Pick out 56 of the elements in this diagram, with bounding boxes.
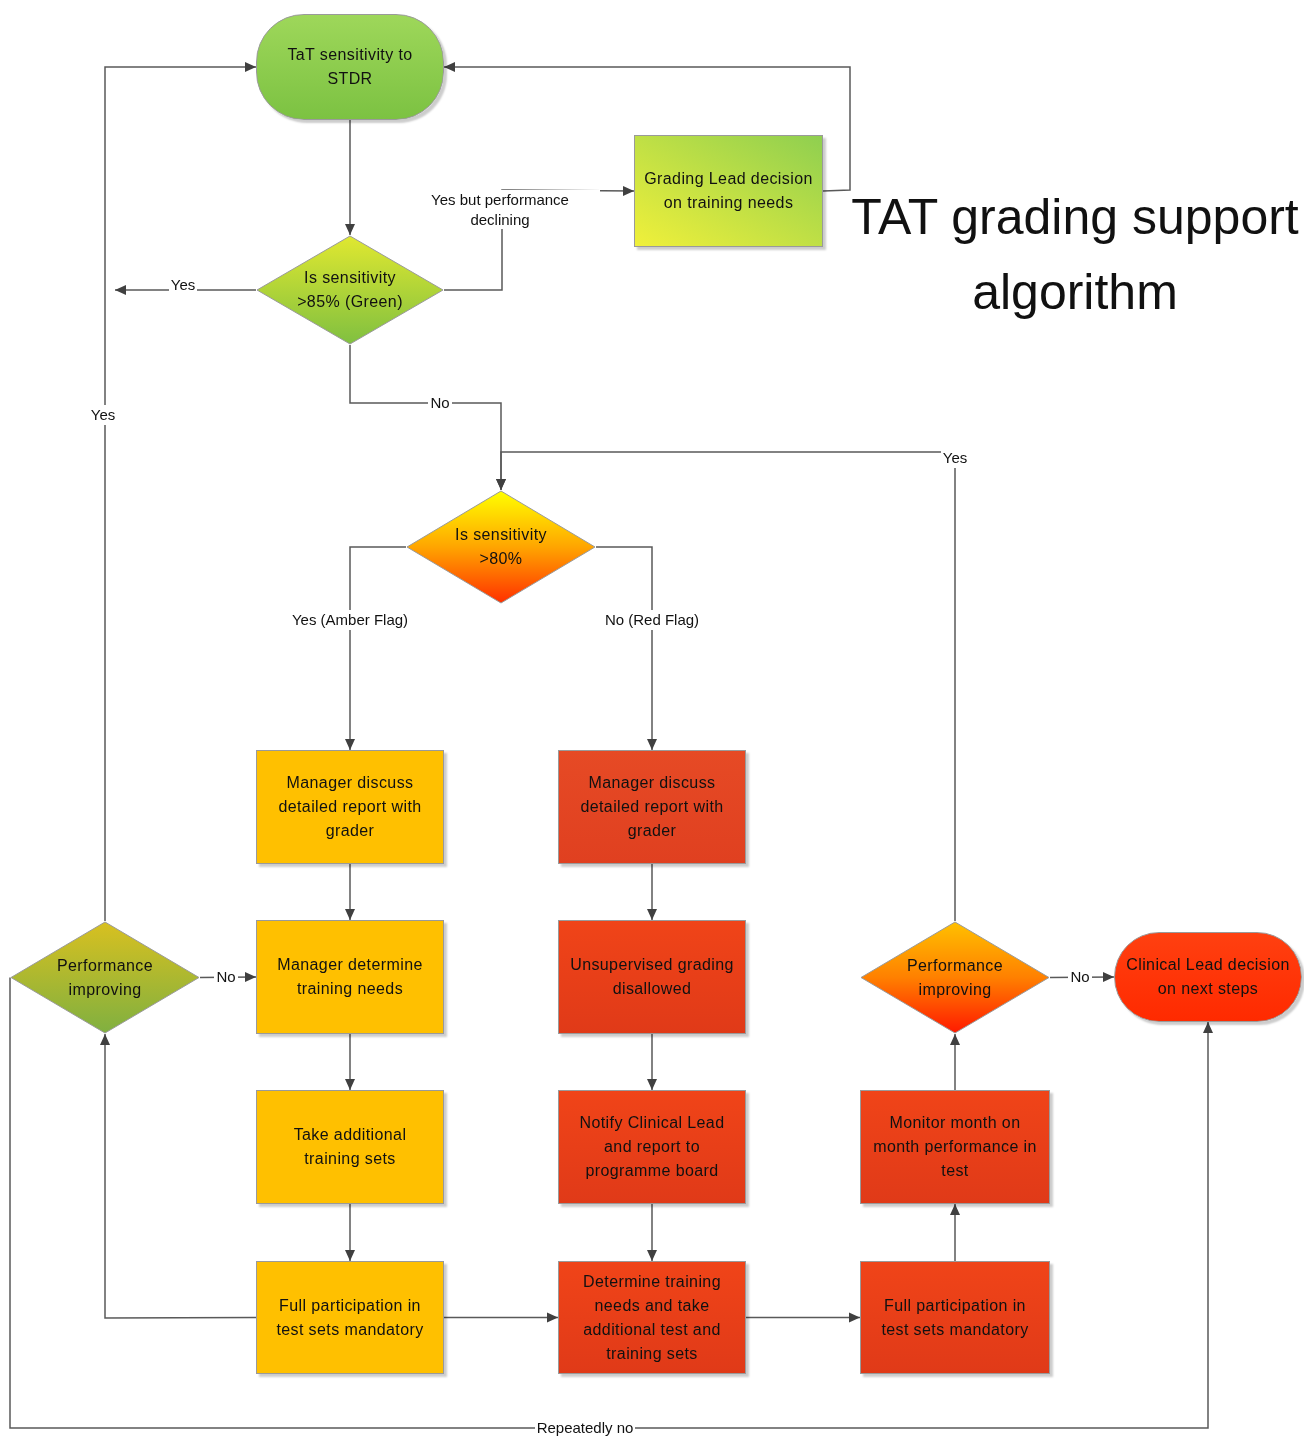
process-box [256,1261,444,1374]
connector-arrow [745,1312,861,1323]
connector-arrow [950,1203,960,1262]
connector-arrow [345,119,355,236]
connector-arrow [950,1033,960,1091]
process-box [558,750,746,864]
node-text: Clinical Lead decision on next steps [1125,955,1291,999]
terminal-node [256,14,444,120]
connector-arrow [443,1312,559,1323]
connector-arrow [9,976,1213,1429]
process-box [256,920,444,1034]
node-text: Manager determine training needs [276,955,424,999]
connector-arrow [595,546,657,751]
decision-diamond [256,235,444,345]
edge-label: Yes [940,448,970,468]
process-box [860,1090,1050,1204]
process-box [558,1090,746,1204]
diagram-title: TAT grading support algorithm [850,188,1300,322]
node-text: Full participation in test sets mandatory [880,1295,1030,1340]
process-box [634,135,823,247]
node-text: Is sensitivity >85% (Green) [296,268,404,312]
connector-arrow [647,1203,657,1262]
node-text: Grading Lead decision on training needs [643,169,814,213]
node-text: Notify Clinical Lead and report to programme board [578,1113,726,1181]
terminal-node [1114,932,1302,1022]
node-text: Full participation in test sets mandatory [275,1295,425,1340]
node-text: Monitor month on month performance in test [872,1113,1038,1181]
node-text: TaT sensitivity to STDR [286,45,414,89]
connector-arrow [647,1033,657,1091]
connector-arrow [345,546,407,751]
process-box [558,920,746,1034]
node-text: Take additional training sets [292,1125,408,1169]
node-text: Manager discuss detailed report with grader [579,773,725,841]
connector-arrow [345,863,355,921]
connector-arrow [345,1033,355,1091]
decision-diamond [406,490,596,604]
node-text: Performance improving [906,955,1004,1000]
edge-label: Yes [88,405,118,425]
node-text: Determine training needs and take additional test and training sets [582,1271,722,1364]
node-text: Unsupervised grading disallowed [569,955,735,999]
process-box [256,750,444,864]
connector-arrow [100,1033,257,1319]
connector-arrow [496,451,956,922]
connector-arrow [647,863,657,921]
decision-diamond [860,921,1050,1034]
decision-diamond [10,921,200,1034]
node-text: Is sensitivity >80% [454,525,548,569]
node-text: Performance improving [56,955,154,1000]
process-box [558,1261,746,1374]
process-box [256,1090,444,1204]
node-text: Manager discuss detailed report with grader [277,773,423,841]
edge-label: Yes (Amber Flag) [289,610,411,630]
connector-arrow [443,62,851,192]
connector-arrow [104,62,257,922]
process-box [860,1261,1050,1374]
connector-arrow [345,1203,355,1262]
